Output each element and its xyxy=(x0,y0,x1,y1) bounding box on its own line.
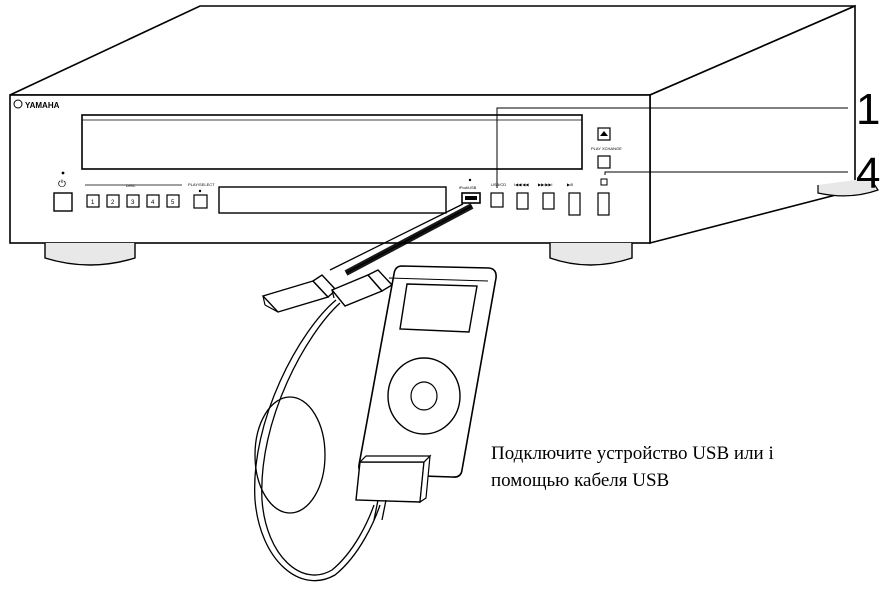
callout-4-leader xyxy=(604,171,848,175)
disc-button-5-label: 5 xyxy=(171,200,175,206)
usb-plug-loose xyxy=(261,274,338,313)
disc-button-4[interactable] xyxy=(146,194,160,208)
caption-line-2: помощью кабеля USB xyxy=(491,470,670,491)
power-icon: ⏻ xyxy=(58,179,66,190)
usb-mode-button[interactable] xyxy=(490,192,504,208)
skip-back-button[interactable] xyxy=(516,192,529,210)
display-window xyxy=(218,186,447,214)
cable-coil xyxy=(254,396,326,514)
yamaha-tuning-fork-logo xyxy=(13,99,23,109)
usb-cable-loop-inner xyxy=(261,302,375,576)
stop-button[interactable] xyxy=(597,192,610,216)
caption: Подключите устройство USB или i помощью … xyxy=(491,440,774,494)
play-xchange-label: PLAY XCHANGE xyxy=(591,146,622,151)
port-indicator xyxy=(468,178,472,182)
foot-left xyxy=(44,243,136,266)
foot-right xyxy=(549,243,633,266)
play-select-button[interactable] xyxy=(193,194,208,209)
disc-button-2[interactable] xyxy=(106,194,120,208)
disc-button-4-label: 4 xyxy=(151,200,155,206)
brand-label: YAMAHA xyxy=(25,101,60,110)
disc-button-1-label: 1 xyxy=(91,200,95,206)
skip-forward-button[interactable] xyxy=(542,192,555,210)
standby-indicator xyxy=(61,171,65,175)
ipod-screen xyxy=(399,283,478,333)
callout-4-label: 4 xyxy=(856,149,881,198)
ipod-nano xyxy=(358,265,497,478)
disc-label: DISC xyxy=(126,183,136,188)
disc-button-3[interactable] xyxy=(126,194,140,208)
stop-indicator xyxy=(600,178,608,186)
eject-icon xyxy=(600,131,608,136)
disc-button-2-label: 2 xyxy=(111,200,115,206)
ipod-dock-connector xyxy=(355,454,432,521)
foot-back-right xyxy=(817,177,879,197)
disc-button-1[interactable] xyxy=(86,194,100,208)
disc-tray xyxy=(81,114,583,170)
usb-port-inner xyxy=(465,196,477,200)
callout-1-leader xyxy=(496,107,848,188)
caption-line-1: Подключите устройство USB или i xyxy=(491,443,774,464)
usb-cable-shadow xyxy=(344,203,474,276)
skip-back-label: I◀◀/◀◀ xyxy=(514,182,529,187)
play-select-label: PLAY/SELECT xyxy=(188,182,215,187)
usb-plug-attached xyxy=(330,269,394,307)
disc-button-5[interactable] xyxy=(166,194,180,208)
usb-mode-label: USB/CD xyxy=(491,182,506,187)
port-label: iPod/USB xyxy=(459,185,477,190)
power-button[interactable] xyxy=(53,192,73,212)
callout-1-label: 1 xyxy=(856,85,881,134)
play-pause-button[interactable] xyxy=(568,192,581,216)
ipod-center-button xyxy=(410,381,438,411)
play-select-indicator xyxy=(198,189,202,193)
usb-cable-loop xyxy=(254,299,381,582)
skip-forward-label: ▶▶/▶▶I xyxy=(538,182,553,187)
disc-button-3-label: 3 xyxy=(131,200,135,206)
play-pause-label: ▶/II xyxy=(567,182,573,187)
play-xchange-button[interactable] xyxy=(597,155,611,169)
usb-cable-upper xyxy=(329,203,464,271)
